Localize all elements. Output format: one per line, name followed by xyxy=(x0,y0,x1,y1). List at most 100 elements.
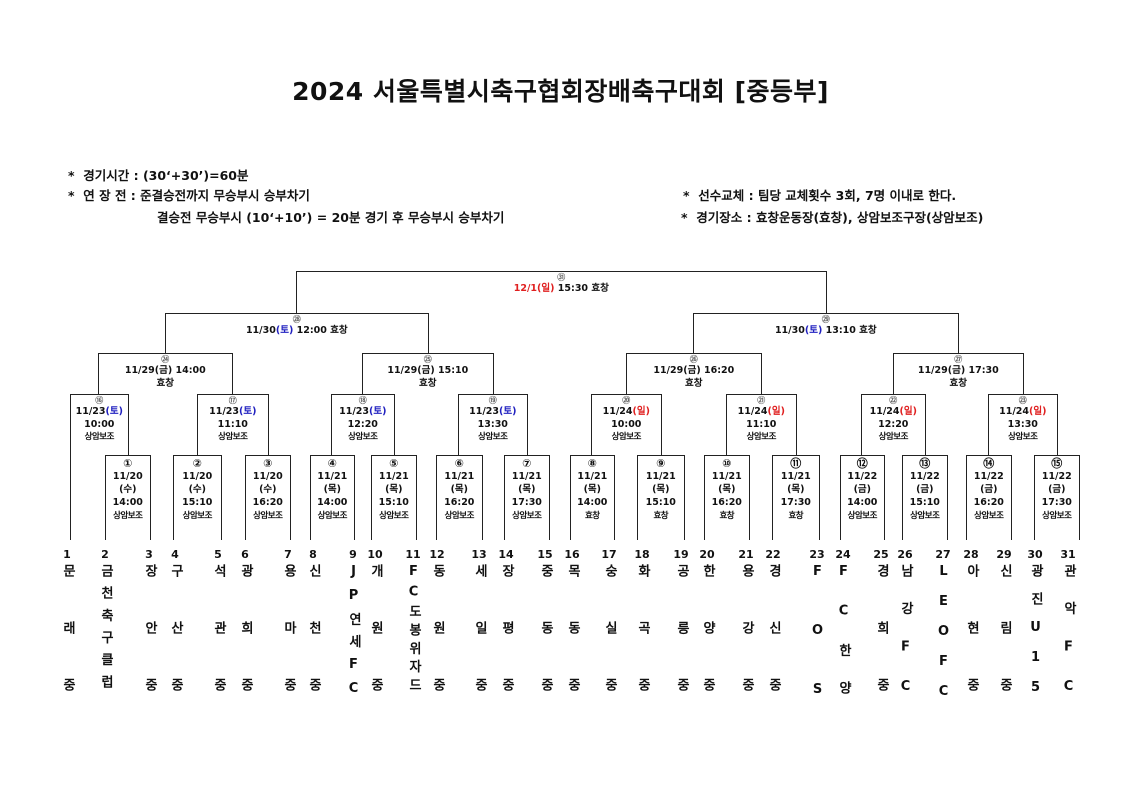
match-venue: 상암보조 xyxy=(444,511,475,521)
team-name: 한양중 xyxy=(700,564,715,735)
match-time: 13:30 xyxy=(1007,418,1038,430)
match-venue: 효창 xyxy=(584,511,600,521)
team-seed: 5 xyxy=(214,548,222,561)
match-number: ⑳ xyxy=(622,396,631,405)
team-name: JP연세FC xyxy=(346,564,361,706)
match-venue: 상암보조 xyxy=(84,432,115,442)
match-number: ⑭ xyxy=(983,457,995,470)
team-seed: 22 xyxy=(765,548,781,561)
match-day: (토) xyxy=(105,406,123,417)
match-number: ㉔ xyxy=(161,355,170,364)
match-day: (금) xyxy=(1048,484,1066,495)
match-venue: 상암보조 xyxy=(218,432,248,442)
match-day: (금) xyxy=(947,365,966,376)
team-name: 용강중 xyxy=(739,564,754,735)
match-number: ⑲ xyxy=(488,396,497,405)
team-seed: 23 xyxy=(809,548,825,561)
match-number: ⑮ xyxy=(1051,457,1063,470)
team-name: 숭실중 xyxy=(602,564,617,735)
match-venue: 상암보조 xyxy=(611,432,642,442)
match-number: ① xyxy=(123,457,133,470)
match-venue: 효창 xyxy=(949,377,968,389)
team-seed: 27 xyxy=(935,548,951,561)
match-day: (금) xyxy=(853,484,872,495)
team-name: 세일중 xyxy=(472,564,487,735)
match-number: ⑪ xyxy=(790,457,802,470)
team-name: LEOFC xyxy=(936,564,951,714)
team-seed: 19 xyxy=(673,548,689,561)
match-number: ⑦ xyxy=(522,457,532,470)
match-time: 14:00 xyxy=(577,497,608,508)
team-seed: 1 xyxy=(63,548,71,561)
match-day: (수) xyxy=(259,484,277,495)
match-date: 11/21 xyxy=(378,471,409,482)
match-date: 11/21 xyxy=(317,471,348,482)
match-day: (금) xyxy=(980,484,998,495)
match-venue: 상암보조 xyxy=(847,511,878,521)
match-day: (수) xyxy=(119,484,137,495)
match-venue: 상암보조 xyxy=(379,511,409,521)
match-venue: 상암보조 xyxy=(478,432,508,442)
team-seed: 3 xyxy=(145,548,153,561)
note-match-time: * 경기시간 : (30‘+30’)=60분 xyxy=(68,168,249,183)
match-day: (목) xyxy=(652,484,670,495)
team-name: 관악FC xyxy=(1061,564,1076,719)
note-extra-time-final: 결승전 무승부시 (10‘+10’) = 20분 경기 후 무승부시 승부차기 xyxy=(157,210,505,225)
match-number: ㉓ xyxy=(1018,396,1027,405)
team-seed: 20 xyxy=(699,548,715,561)
match-number: ⑯ xyxy=(95,396,104,405)
team-name: 경희중 xyxy=(874,564,889,735)
match-number: ⑤ xyxy=(389,457,399,470)
match-day: (토) xyxy=(804,325,823,336)
match-time: 11:10 xyxy=(746,418,777,430)
match-venue: 상암보조 xyxy=(1008,432,1038,442)
match-time: 11:10 xyxy=(217,418,248,430)
match-date: 12/1 xyxy=(513,283,538,294)
match-time: 16:20 xyxy=(711,497,742,508)
team-seed: 24 xyxy=(835,548,851,561)
match-day: (토) xyxy=(369,406,387,417)
match-time: 16:20 xyxy=(973,497,1004,508)
team-name: 문래중 xyxy=(60,564,75,735)
match-date: 11/22 xyxy=(847,471,878,482)
match-venue: 효창 xyxy=(719,511,735,521)
match-number: ⑧ xyxy=(587,457,597,470)
team-name: 동원중 xyxy=(430,564,445,735)
match-time: 17:30 xyxy=(780,497,811,508)
match-date: 11/29 xyxy=(387,365,418,376)
match-number: ㉘ xyxy=(292,315,301,324)
team-seed: 16 xyxy=(564,548,580,561)
match-time: 15:10 xyxy=(909,497,940,508)
match-time: 13:30 xyxy=(477,418,508,430)
